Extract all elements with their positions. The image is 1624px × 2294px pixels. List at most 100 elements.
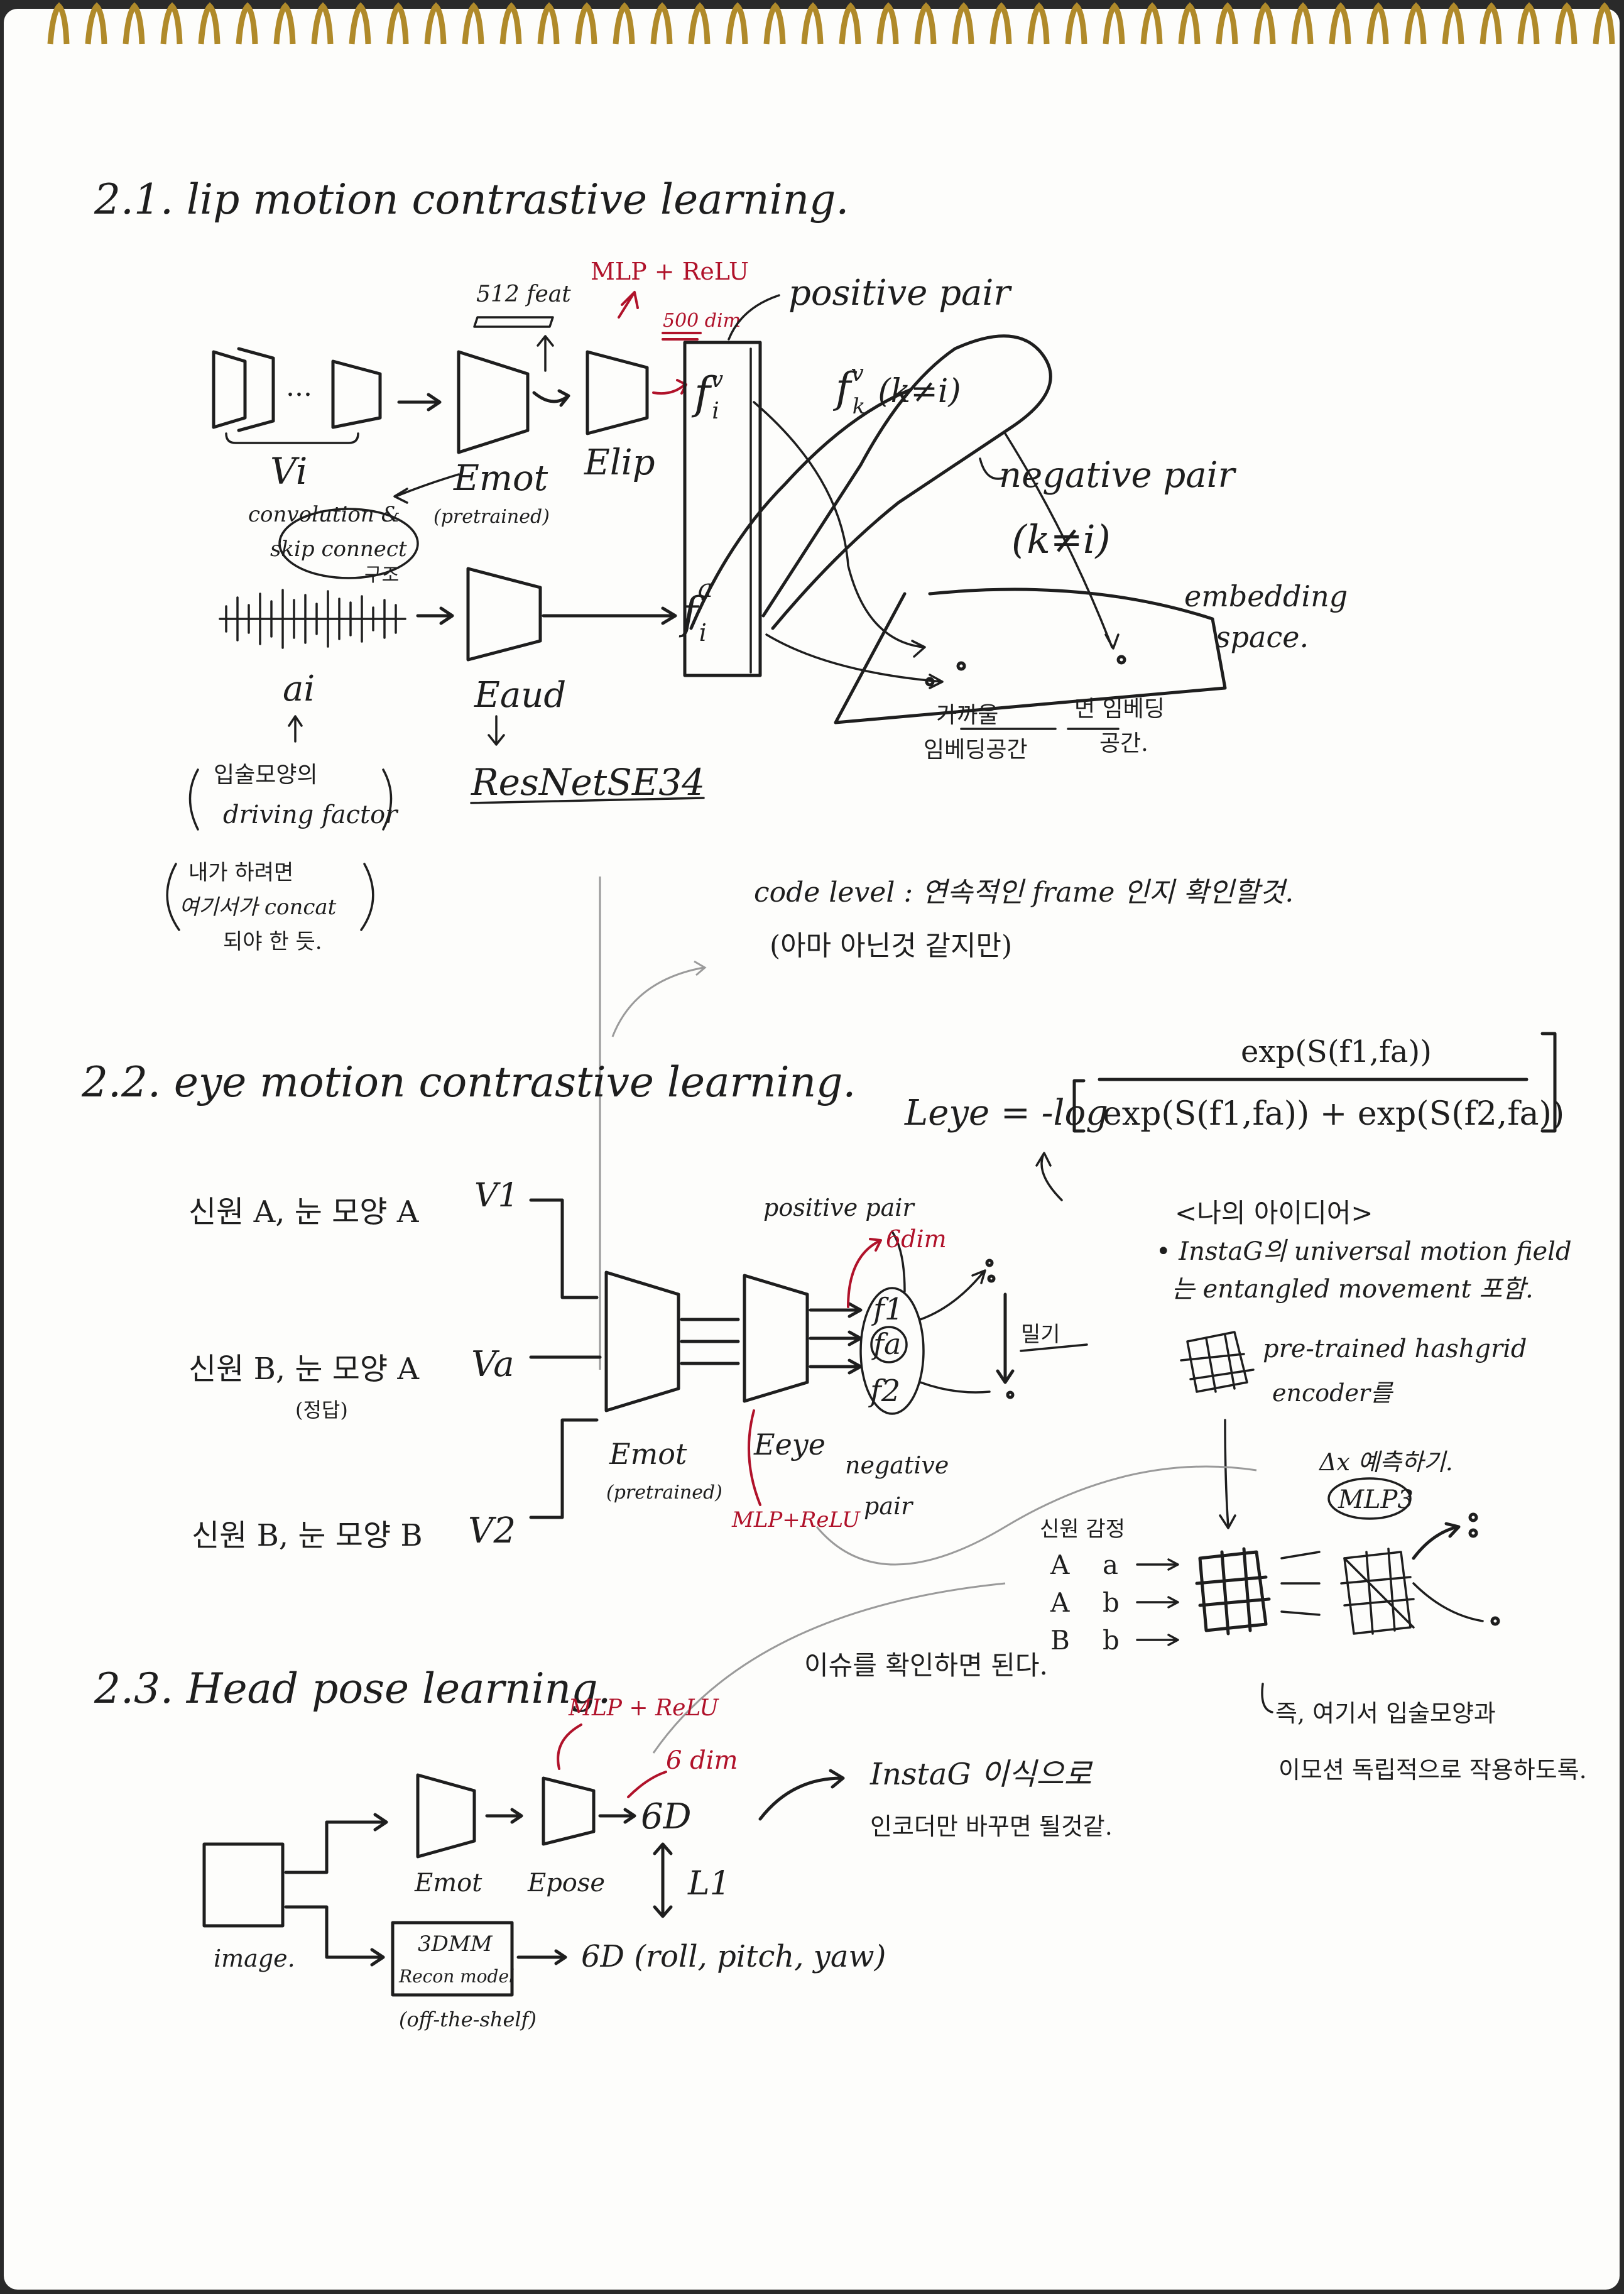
head-mlp-label: MLP + ReLU (568, 1695, 719, 1721)
spiral-ring (1480, 2, 1502, 45)
eye-emot-encoder (604, 1270, 680, 1412)
spiral-ring (575, 2, 597, 45)
note1-line2: driving factor (223, 800, 399, 829)
spiral-ring (763, 2, 786, 45)
spiral-ring (1517, 2, 1540, 45)
spiral-ring (801, 2, 824, 45)
space-label: space. (1216, 620, 1309, 654)
far-label-1: 먼 임베딩 (1074, 696, 1165, 722)
row3-v: V2 (468, 1510, 516, 1551)
loss-denominator: exp(S(f1,fa)) + exp(S(f2,fa)) (1103, 1095, 1564, 1133)
spiral-ring (499, 2, 522, 45)
row2-v: Va (471, 1344, 515, 1385)
spiral-ring (952, 2, 974, 45)
spiral-ring (1442, 2, 1464, 45)
eaud-encoder (466, 567, 542, 662)
far-label-2: 공간. (1099, 731, 1148, 756)
idea-note1: 즉, 여기서 입술모양과 (1275, 1700, 1496, 1727)
spiral-ring (1404, 2, 1427, 45)
section-2-1-title: 2.1. lip motion contrastive learning. (94, 175, 849, 224)
pair2-emo: b (1103, 1587, 1120, 1618)
spiral-ring (386, 2, 409, 45)
pair3-emo: b (1103, 1625, 1120, 1656)
embedding-column (683, 341, 762, 677)
eeye-label: Eeye (753, 1428, 826, 1461)
recon-model-box (391, 1921, 514, 1997)
elip-label: Elip (584, 442, 655, 483)
pair2-id: A (1050, 1587, 1070, 1618)
f2-label: f2 (868, 1374, 900, 1409)
code-note-2: (아마 아닌것 같지만) (770, 930, 1012, 962)
negative-pair-label: negative pair (999, 455, 1237, 496)
video-frames: ... (212, 347, 382, 444)
hashgrid-2-icon (1340, 1548, 1415, 1635)
epose-label: Epose (527, 1869, 605, 1898)
pair1-emo: a (1103, 1549, 1118, 1580)
spiral-ring (1555, 2, 1578, 45)
spiral-ring (462, 2, 484, 45)
push-label: 밀기 (1021, 1322, 1060, 1347)
spiral-ring (1178, 2, 1201, 45)
mlp-label-red: MLP + ReLU (591, 258, 749, 285)
idea-title: <나의 아이디어> (1175, 1198, 1373, 1228)
spiral-ring (198, 2, 221, 45)
spiral-ring (47, 2, 70, 45)
svg-text:...: ... (286, 371, 312, 403)
spiral-ring (726, 2, 748, 45)
idea-note2: 이모션 독립적으로 작용하도록. (1278, 1756, 1587, 1784)
instag-note-1: InstaG 이식으로 (869, 1757, 1093, 1792)
eye-pair-label: pair (864, 1492, 914, 1520)
spiral-ring (160, 2, 183, 45)
idea-line2: 는 entangled movement 포함. (1172, 1275, 1534, 1304)
spiral-ring (839, 2, 861, 45)
spiral-ring (989, 2, 1012, 45)
spiral-ring (1253, 2, 1276, 45)
spiral-ring (613, 2, 635, 45)
image-label: image. (214, 1945, 295, 1972)
pair3-id: B (1050, 1625, 1070, 1656)
loss-lhs: Leye = -log (904, 1093, 1108, 1133)
fa-label: fa (871, 1327, 901, 1361)
l1-label: L1 (687, 1865, 731, 1903)
pair1-id: A (1050, 1549, 1070, 1580)
hashgrid-icon (1180, 1331, 1255, 1393)
spiral-ring (236, 2, 258, 45)
note2-line3: 되야 한 듯. (223, 929, 322, 954)
vi-label: Vi (270, 450, 307, 493)
section-2-3-title: 2.3. Head pose learning. (94, 1664, 611, 1713)
image-box (202, 1842, 285, 1928)
head-dim-label: 6 dim (666, 1746, 738, 1775)
spiral-ring (1329, 2, 1351, 45)
eye-emot-label: Emot (609, 1437, 687, 1471)
close-label-2: 임베딩공간 (924, 737, 1028, 763)
positive-pair-label: positive pair (788, 273, 1012, 314)
spiral-ring (1291, 2, 1314, 45)
spiral-ring (85, 2, 107, 45)
six-d-out-label: 6D (roll, pitch, yaw) (581, 1939, 886, 1974)
eeye-encoder (743, 1274, 809, 1403)
spiral-ring (1593, 2, 1615, 45)
row2-sub: (정답) (295, 1398, 348, 1422)
dx-label: Δx 예측하기. (1318, 1448, 1453, 1476)
ai-label: ai (283, 669, 315, 709)
spiral-ring (349, 2, 371, 45)
spiral-ring (914, 2, 937, 45)
row2-text: 신원 B, 눈 모양 A (188, 1352, 420, 1387)
spiral-ring (311, 2, 334, 45)
idea-line1: • InstaG의 universal motion field (1156, 1237, 1572, 1266)
row1-v: V1 (474, 1177, 519, 1215)
eye-loss-formula: Leye = -log exp(S(f1,fa)) exp(S(f1,fa)) … (904, 1032, 1564, 1201)
code-note-1: code level : 연속적인 frame 인지 확인할것. (754, 877, 1294, 909)
audio-waveform (219, 589, 406, 649)
row3-text: 신원 B, 눈 모양 B (192, 1518, 423, 1553)
skip-label: skip connect (270, 537, 407, 562)
feat-label: 512 feat (476, 281, 571, 307)
eye-pretrained-label: (pretrained) (606, 1482, 722, 1504)
epose-encoder (542, 1776, 596, 1846)
six-d-label: 6D (641, 1796, 692, 1837)
note1-line1: 입술모양의 (214, 762, 318, 788)
negative-blob (761, 334, 1052, 630)
